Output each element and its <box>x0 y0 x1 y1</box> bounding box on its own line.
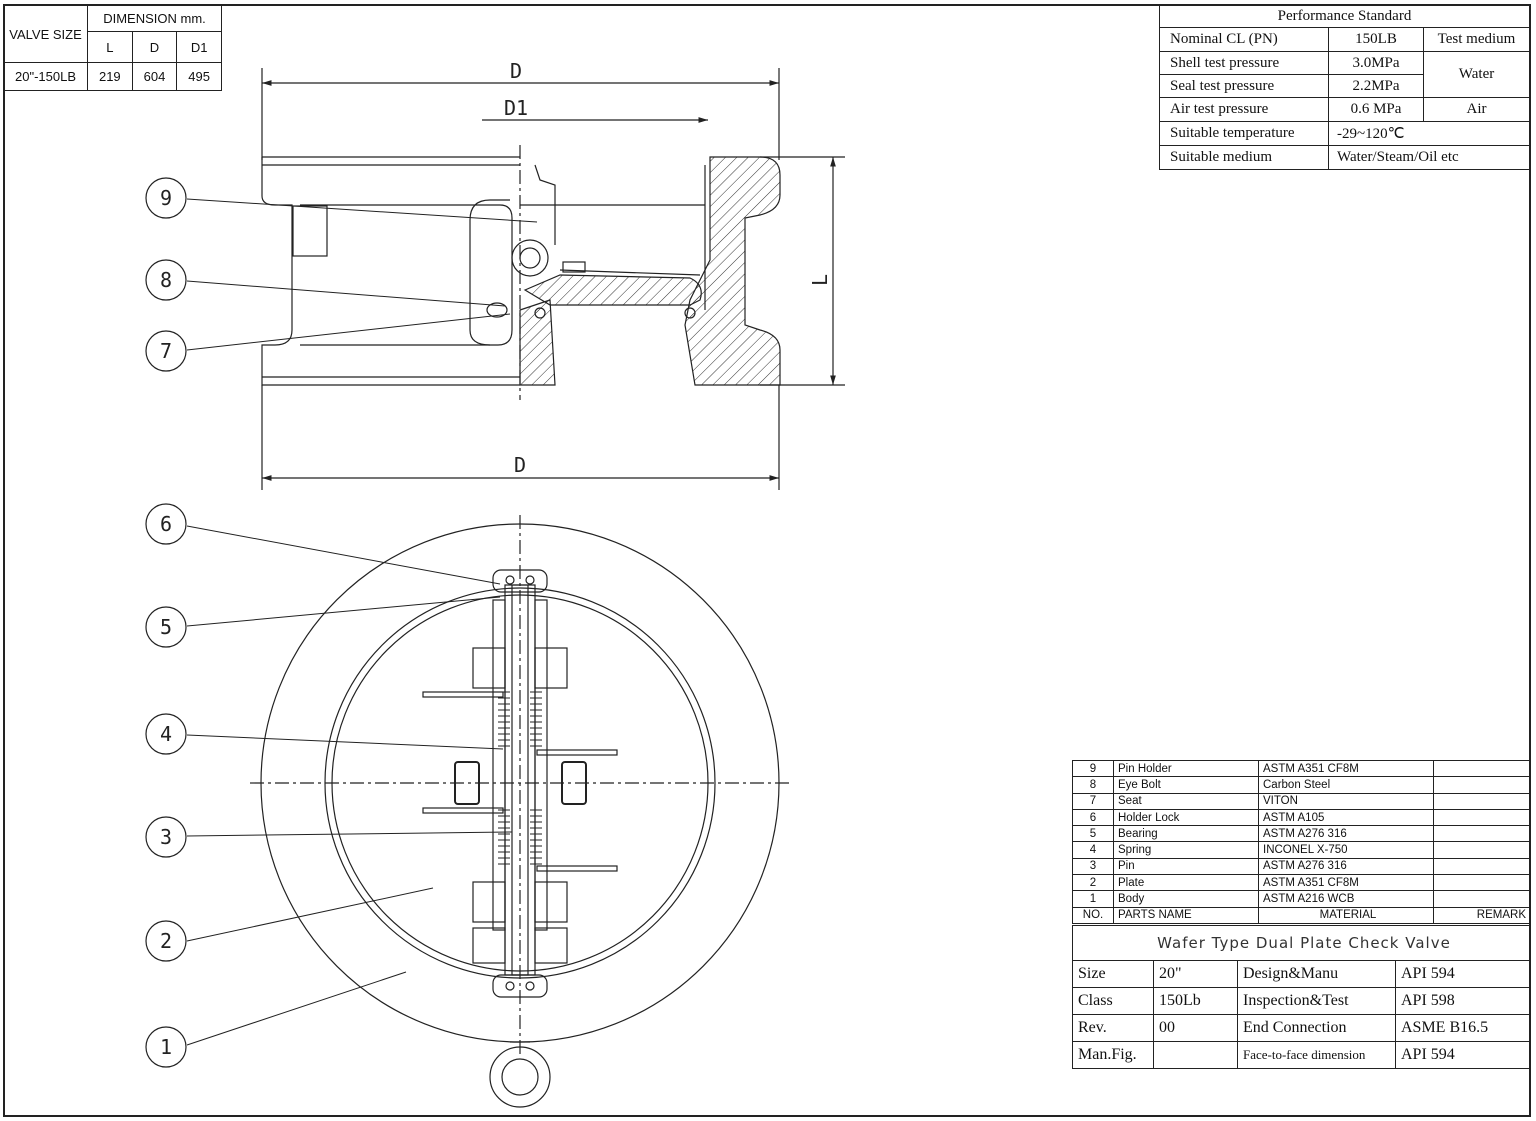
side-section-view <box>261 68 845 490</box>
balloon-label: 4 <box>160 722 172 746</box>
balloon-4 <box>145 713 187 755</box>
drawing-title: Wafer Type Dual Plate Check Valve <box>1072 925 1531 961</box>
part-material: ASTM A105 <box>1258 808 1434 827</box>
balloon-6 <box>145 503 187 545</box>
balloon-1 <box>145 1026 187 1068</box>
perf-label: Suitable temperature <box>1159 121 1329 146</box>
info-value: 150Lb <box>1153 987 1238 1015</box>
perf-label: Seal test pressure <box>1159 74 1329 98</box>
dim-label-l: L <box>808 274 832 286</box>
header-material: MATERIAL <box>1258 906 1434 924</box>
info-key: End Connection <box>1237 1014 1396 1042</box>
dim-label-d-bottom: D <box>514 453 526 477</box>
perf-value: -29~120℃ <box>1328 121 1530 146</box>
perf-medium: Air <box>1423 97 1530 122</box>
info-value: ASME B16.5 <box>1395 1014 1531 1042</box>
info-key: Man.Fig. <box>1072 1041 1154 1069</box>
drawing-sheet-border <box>3 4 1531 1117</box>
balloon-2 <box>145 920 187 962</box>
performance-table: Performance Standard Nominal CL (PN) 150… <box>1159 5 1530 170</box>
info-key: Size <box>1072 960 1154 988</box>
valve-size-header: VALVE SIZE <box>3 5 88 63</box>
balloon-label: 5 <box>160 615 172 639</box>
dimension-table: VALVE SIZE DIMENSION mm. L D D1 20"-150L… <box>3 5 222 91</box>
balloon-label: 2 <box>160 929 172 953</box>
front-view <box>250 515 790 1108</box>
dim-label-d1: D1 <box>504 96 528 120</box>
balloon-8 <box>145 259 187 301</box>
size-cell: 20"-150LB <box>3 62 88 91</box>
balloon-label: 9 <box>160 186 172 210</box>
balloons <box>145 177 187 1068</box>
col-d: D <box>131 31 178 63</box>
balloon-5 <box>145 606 187 648</box>
perf-value: Water/Steam/Oil etc <box>1328 145 1530 170</box>
dim-label-d-top: D <box>510 59 522 83</box>
info-key: Design&Manu <box>1237 960 1396 988</box>
balloon-7 <box>145 330 187 372</box>
part-material: ASTM A276 316 <box>1258 857 1434 876</box>
part-material: ASTM A351 CF8M <box>1258 759 1434 778</box>
leader-lines <box>186 198 538 1046</box>
balloon-label: 1 <box>160 1035 172 1059</box>
d1-cell: 495 <box>176 62 222 91</box>
part-material: ASTM A276 316 <box>1258 825 1434 843</box>
balloon-label: 7 <box>160 339 172 363</box>
perf-label: Nominal CL (PN) <box>1159 27 1329 52</box>
balloon-label: 6 <box>160 512 172 536</box>
part-material: Carbon Steel <box>1258 776 1434 794</box>
l-cell: 219 <box>87 62 133 91</box>
dimension-header: DIMENSION mm. <box>87 5 222 32</box>
balloon-label: 8 <box>160 268 172 292</box>
balloon-label: 3 <box>160 825 172 849</box>
balloon-3 <box>145 816 187 858</box>
perf-label: Shell test pressure <box>1159 51 1329 75</box>
header-parts-name: PARTS NAME <box>1113 906 1259 924</box>
info-value: 20" <box>1153 960 1238 988</box>
balloon-9 <box>145 177 187 219</box>
info-key: Face-to-face dimension <box>1237 1041 1396 1069</box>
perf-medium: Water <box>1423 51 1530 98</box>
col-d1: D1 <box>176 31 222 63</box>
part-name: Seat <box>1113 792 1259 810</box>
perf-label: Suitable medium <box>1159 145 1329 170</box>
header-remark: REMARK <box>1433 906 1531 924</box>
info-value: API 594 <box>1395 1041 1531 1069</box>
perf-value: 3.0MPa <box>1328 51 1424 75</box>
d-cell: 604 <box>131 62 178 91</box>
info-value <box>1153 1041 1238 1069</box>
